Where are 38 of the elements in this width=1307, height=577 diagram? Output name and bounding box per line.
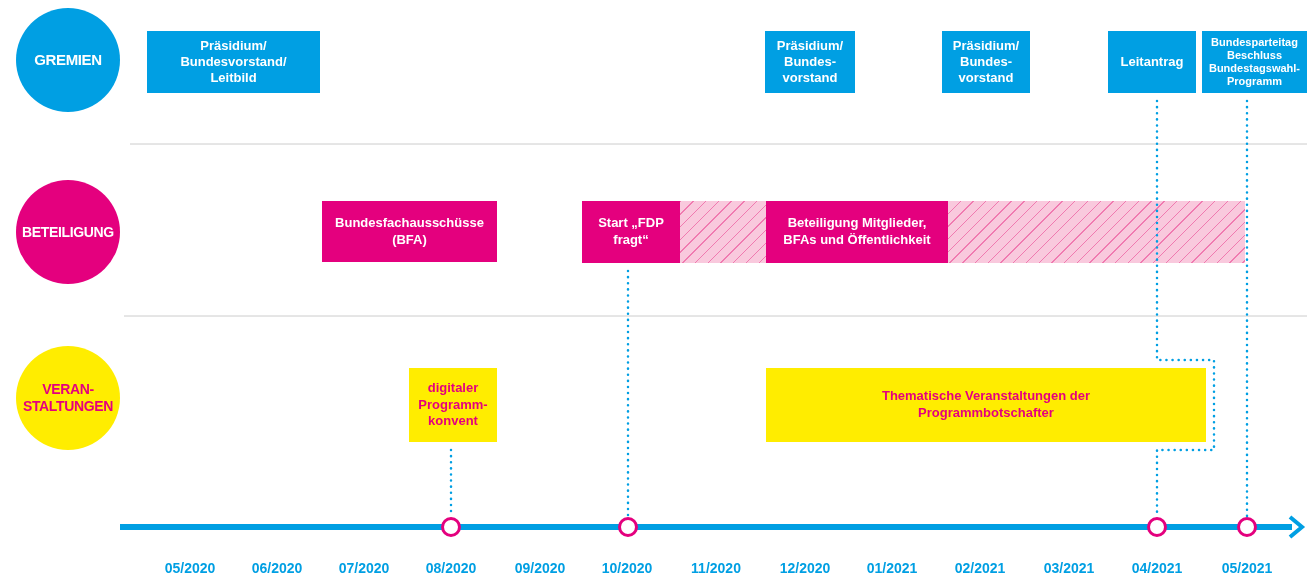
event-label: digitaler Programm- konvent bbox=[417, 379, 489, 431]
event-label: Bundesparteitag Beschluss Bundestagswahl- Programm bbox=[1207, 35, 1302, 89]
event-box bbox=[766, 368, 1206, 442]
event-box bbox=[1108, 31, 1196, 93]
month-label: 05/2021 bbox=[1221, 559, 1273, 577]
month-label: 12/2020 bbox=[779, 559, 831, 577]
dotted-connector bbox=[626, 269, 630, 519]
event-label: Präsidium/ Bundes- vorstand bbox=[775, 37, 845, 87]
event-label: BETEILIGUNG bbox=[22, 222, 114, 242]
event-label: Präsidium/ Bundes- vorstand bbox=[951, 37, 1021, 87]
event-label: VERAN- STALTUNGEN bbox=[22, 381, 114, 415]
month-label: 09/2020 bbox=[514, 559, 566, 577]
month-label: 06/2020 bbox=[251, 559, 303, 577]
event-label: GREMIEN bbox=[34, 49, 102, 70]
month-label: 02/2021 bbox=[954, 559, 1006, 577]
event-label: Bundesfachausschüsse (BFA) bbox=[334, 214, 485, 249]
month-label: 01/2021 bbox=[866, 559, 918, 577]
event-box bbox=[409, 368, 497, 442]
month-label: 07/2020 bbox=[338, 559, 390, 577]
month-label: 08/2020 bbox=[425, 559, 477, 577]
event-label: Leitantrag bbox=[1120, 53, 1184, 71]
event-box bbox=[766, 201, 948, 263]
event-box bbox=[582, 201, 680, 263]
month-label: 05/2020 bbox=[164, 559, 216, 577]
month-label: 04/2021 bbox=[1131, 559, 1183, 577]
event-label: Beteiligung Mitglieder, BFAs und Öffentlichkeit bbox=[782, 215, 932, 249]
event-box bbox=[322, 201, 497, 262]
event-label: Start „FDP fragt“ bbox=[597, 215, 665, 249]
event-label: Präsidium/ Bundesvorstand/ Leitbild bbox=[179, 37, 288, 87]
event-box bbox=[765, 31, 855, 93]
event-box bbox=[147, 31, 320, 93]
event-box bbox=[942, 31, 1030, 93]
hatched-bar bbox=[680, 201, 1245, 263]
month-label: 03/2021 bbox=[1043, 559, 1095, 577]
event-label: Thematische Veranstaltungen der Programmbotschafter bbox=[880, 388, 1092, 422]
month-label: 11/2020 bbox=[691, 559, 741, 577]
dotted-connector bbox=[1245, 99, 1249, 519]
month-label: 10/2020 bbox=[601, 559, 653, 577]
